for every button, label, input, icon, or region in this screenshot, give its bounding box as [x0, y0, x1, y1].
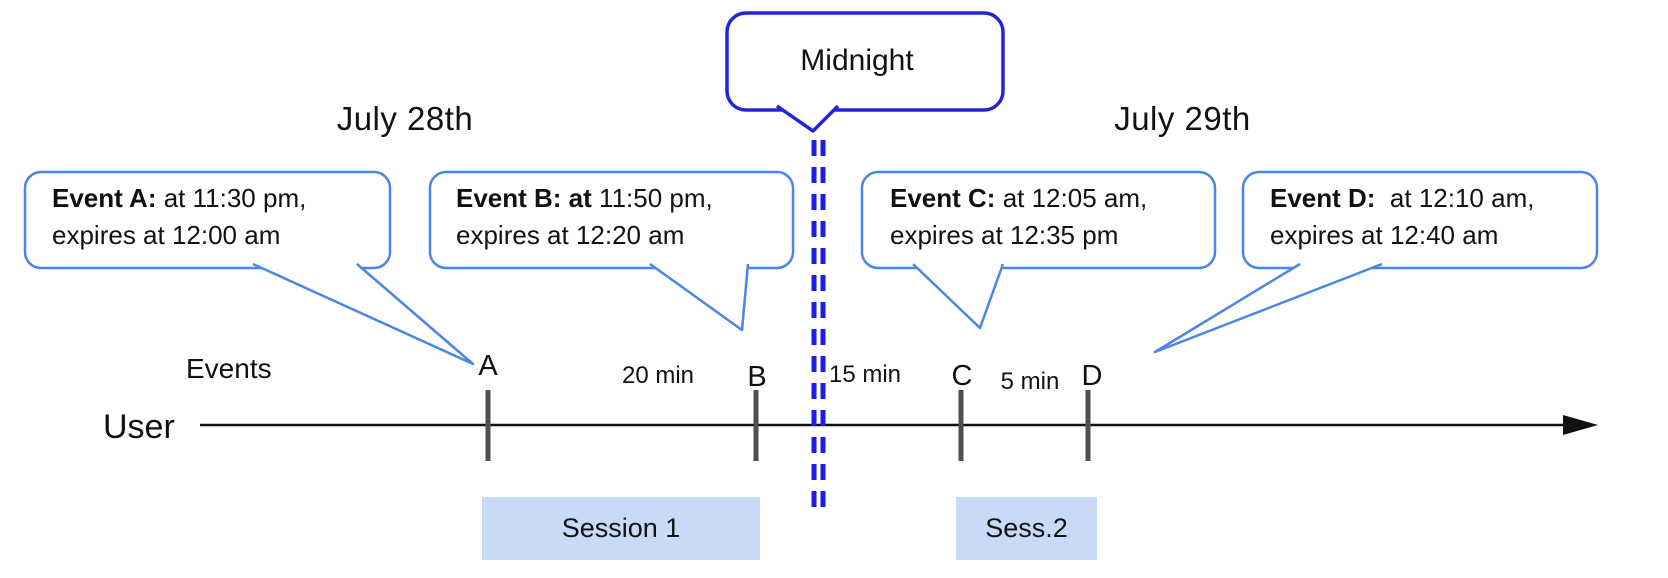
event-a-line1: Event A: at 11:30 pm,: [52, 183, 307, 213]
midnight-callout-tail: [776, 104, 840, 133]
event-c-callout-text: Event C: at 12:05 am, expires at 12:35 p…: [890, 180, 1147, 254]
date-left-label: July 28th: [336, 100, 474, 137]
user-axis-label: User: [103, 408, 175, 446]
event-d-tail: [1153, 262, 1383, 354]
event-c-tail: [912, 263, 1005, 330]
event-d-bubble: [1241, 170, 1599, 270]
event-a-callout-text: Event A: at 11:30 pm, expires at 12:00 a…: [52, 180, 306, 254]
session-2-box: Sess.2: [956, 497, 1097, 560]
event-c-bubble: [860, 170, 1217, 270]
event-d-callout-text: Event D: at 12:10 am, expires at 12:40 a…: [1270, 180, 1534, 254]
event-d-line1: Event D: at 12:10 am,: [1270, 183, 1535, 213]
event-a-title: Event A:: [52, 183, 157, 213]
event-b-bubble: [428, 170, 795, 270]
event-a-bubble: [23, 170, 392, 270]
session-2-label: Sess.2: [985, 513, 1068, 543]
event-b-line2: expires at 12:20 am: [456, 220, 685, 250]
midnight-callout-bubble: [725, 11, 1005, 112]
event-c-title: Event C:: [890, 183, 996, 213]
event-d-title: Event D:: [1270, 183, 1376, 213]
interval-bc-label: 15 min: [828, 361, 902, 388]
midnight-callout-label: Midnight: [800, 44, 914, 77]
tick-label-a: A: [478, 350, 498, 382]
event-c-line2: expires at 12:35 pm: [890, 220, 1119, 250]
date-right-label: July 29th: [1114, 100, 1251, 137]
session-1-label: Session 1: [561, 513, 681, 543]
interval-ab-label: 20 min: [621, 362, 695, 389]
tick-label-d: D: [1081, 360, 1103, 392]
event-b-callout-text: Event B: at 11:50 pm, expires at 12:20 a…: [456, 180, 713, 254]
event-a-line2: expires at 12:00 am: [52, 220, 281, 250]
event-b-tail: [649, 262, 750, 332]
event-c-line1: Event C: at 12:05 am,: [890, 183, 1148, 213]
event-b-line1: Event B: at 11:50 pm,: [456, 183, 713, 213]
events-axis-label: Events: [186, 353, 272, 384]
tick-label-c: C: [951, 360, 973, 392]
time-axis-arrowhead-icon: [1563, 415, 1598, 435]
event-b-title: Event B: at: [456, 183, 592, 213]
interval-cd-label: 5 min: [1000, 368, 1060, 395]
event-d-line2: expires at 12:40 am: [1270, 220, 1499, 250]
event-a-tail: [252, 262, 475, 366]
tick-label-b: B: [747, 361, 767, 393]
session-1-box: Session 1: [482, 497, 760, 560]
